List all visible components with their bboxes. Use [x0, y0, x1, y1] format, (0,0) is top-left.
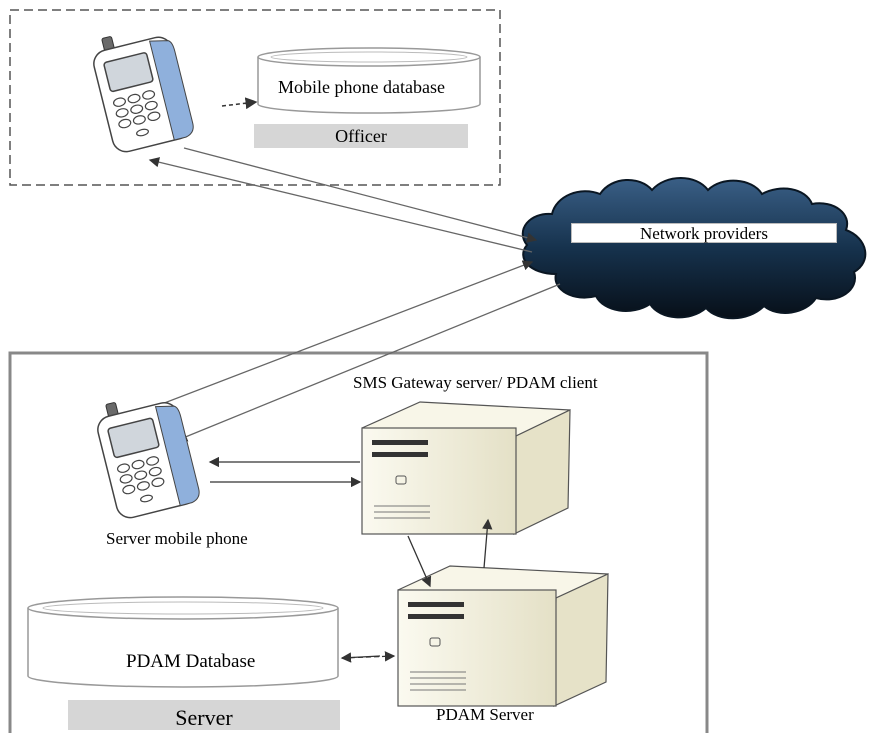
- pdam-server-to-gateway-link: [482, 518, 493, 569]
- pdam-server-to-db-link: [340, 652, 381, 663]
- officer-to-network-link: [183, 147, 538, 243]
- server-group-label: Server: [68, 700, 340, 730]
- server-phone-to-network-link: [119, 260, 534, 421]
- pdam-database-icon: [27, 596, 339, 688]
- sms-gateway-server-icon: [361, 401, 571, 535]
- pdam-server-icon: [397, 565, 609, 707]
- server-group-box: [8, 351, 709, 733]
- officer-group-label: Officer: [254, 124, 468, 148]
- sms-gateway-label: SMS Gateway server/ PDAM client: [353, 373, 598, 392]
- pdam-database-label: PDAM Database: [126, 651, 256, 672]
- mobile-phone-database-label: Mobile phone database: [278, 77, 445, 97]
- network-cloud-icon: [521, 177, 867, 320]
- pdam-server-label: PDAM Server: [436, 705, 534, 724]
- network-to-server-phone-link: [176, 283, 561, 442]
- mobile-phone-database-icon: [257, 47, 481, 114]
- officer-phone-icon: [93, 36, 194, 153]
- phone-db-link: [221, 97, 258, 110]
- network-providers-label: Network providers: [571, 223, 837, 243]
- network-to-officer-link: [148, 157, 533, 253]
- gateway-to-pdam-server-link: [407, 535, 432, 588]
- server-mobile-phone-label: Server mobile phone: [106, 529, 248, 548]
- server-phone-icon: [97, 402, 200, 519]
